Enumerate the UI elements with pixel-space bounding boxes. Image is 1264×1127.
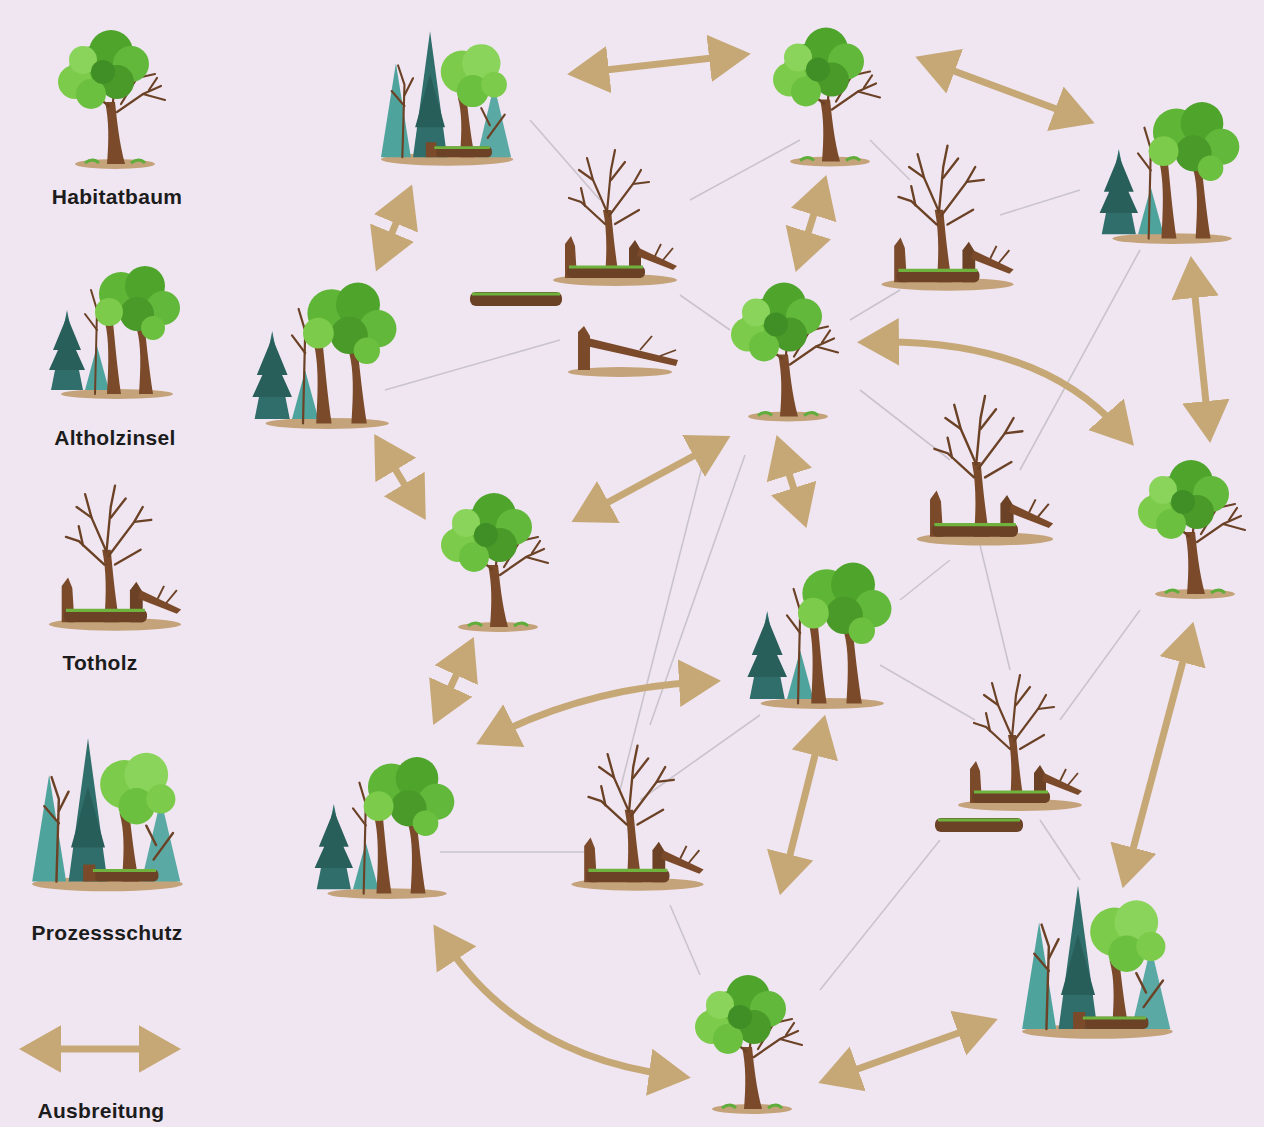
log-deadwood (470, 292, 1023, 832)
connection-lines (385, 120, 1140, 990)
legend-label: Altholzinsel (54, 426, 175, 450)
legend-label: Ausbreitung (38, 1099, 165, 1123)
tree-icons (32, 28, 1245, 1115)
dispersal-arrows (40, 56, 1208, 1076)
legend-label: Totholz (62, 651, 137, 675)
legend-label: Prozessschutz (32, 921, 183, 945)
legend-label: Habitatbaum (52, 185, 182, 209)
